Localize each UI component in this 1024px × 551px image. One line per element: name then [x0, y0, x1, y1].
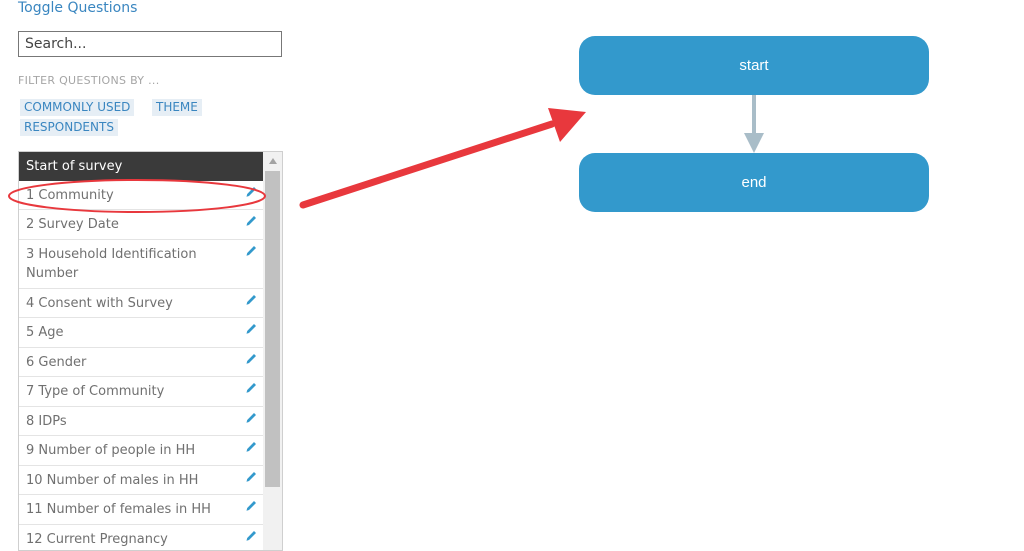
- pencil-icon[interactable]: [245, 441, 257, 453]
- filter-label: FILTER QUESTIONS BY ...: [18, 74, 160, 87]
- scroll-up-button[interactable]: [263, 152, 282, 169]
- question-item[interactable]: 6 Gender: [19, 348, 263, 377]
- question-label: 3 Household Identification Number: [26, 247, 197, 281]
- pencil-icon[interactable]: [245, 353, 257, 365]
- question-label: 12 Current Pregnancy: [26, 532, 168, 547]
- pencil-icon[interactable]: [245, 530, 257, 542]
- question-label: 2 Survey Date: [26, 217, 119, 232]
- toggle-questions-link[interactable]: Toggle Questions: [18, 0, 138, 16]
- question-item[interactable]: 7 Type of Community: [19, 377, 263, 407]
- start-node-label: start: [739, 57, 769, 74]
- pencil-icon[interactable]: [245, 245, 257, 257]
- question-label: 4 Consent with Survey: [26, 296, 173, 311]
- flow-end-node[interactable]: end: [579, 153, 929, 212]
- flow-connector: [744, 95, 764, 153]
- question-label: 6 Gender: [26, 355, 87, 370]
- question-label: 10 Number of males in HH: [26, 473, 199, 488]
- filter-chip-theme[interactable]: THEME: [152, 99, 202, 116]
- question-item[interactable]: 1 Community: [19, 181, 263, 210]
- question-item[interactable]: 5 Age: [19, 318, 263, 348]
- pencil-icon[interactable]: [245, 323, 257, 335]
- question-item[interactable]: 9 Number of people in HH: [19, 436, 263, 466]
- questions-header: Start of survey: [19, 152, 263, 181]
- question-label: 9 Number of people in HH: [26, 443, 196, 458]
- question-label: 5 Age: [26, 325, 64, 340]
- pencil-icon[interactable]: [245, 471, 257, 483]
- pencil-icon[interactable]: [245, 186, 257, 198]
- pencil-icon[interactable]: [245, 500, 257, 512]
- flow-start-node[interactable]: start: [579, 36, 929, 95]
- annotation-arrow: [299, 108, 586, 209]
- question-item[interactable]: 10 Number of males in HH: [19, 466, 263, 495]
- question-item[interactable]: 12 Current Pregnancy: [19, 525, 263, 550]
- filter-chip-respondents[interactable]: RESPONDENTS: [20, 119, 118, 136]
- search-input[interactable]: [18, 31, 282, 57]
- filter-chip-commonly-used[interactable]: COMMONLY USED: [20, 99, 135, 116]
- question-item[interactable]: 3 Household Identification Number: [19, 240, 263, 289]
- questions-scrollbar[interactable]: [263, 152, 282, 550]
- question-label: 1 Community: [26, 188, 114, 203]
- questions-panel: Start of survey 1 Community 2 Survey Dat…: [18, 151, 283, 551]
- triangle-up-icon: [268, 157, 277, 164]
- pencil-icon[interactable]: [245, 382, 257, 394]
- pencil-icon[interactable]: [245, 412, 257, 424]
- question-label: 7 Type of Community: [26, 384, 165, 399]
- end-node-label: end: [741, 174, 767, 191]
- question-label: 8 IDPs: [26, 414, 67, 429]
- questions-list: 1 Community 2 Survey Date 3 Household Id…: [19, 181, 263, 550]
- pencil-icon[interactable]: [245, 215, 257, 227]
- question-item[interactable]: 11 Number of females in HH: [19, 495, 263, 525]
- question-label: 11 Number of females in HH: [26, 502, 211, 517]
- scroll-thumb[interactable]: [265, 171, 280, 487]
- pencil-icon[interactable]: [245, 294, 257, 306]
- question-item[interactable]: 4 Consent with Survey: [19, 289, 263, 318]
- question-item[interactable]: 2 Survey Date: [19, 210, 263, 240]
- question-item[interactable]: 8 IDPs: [19, 407, 263, 436]
